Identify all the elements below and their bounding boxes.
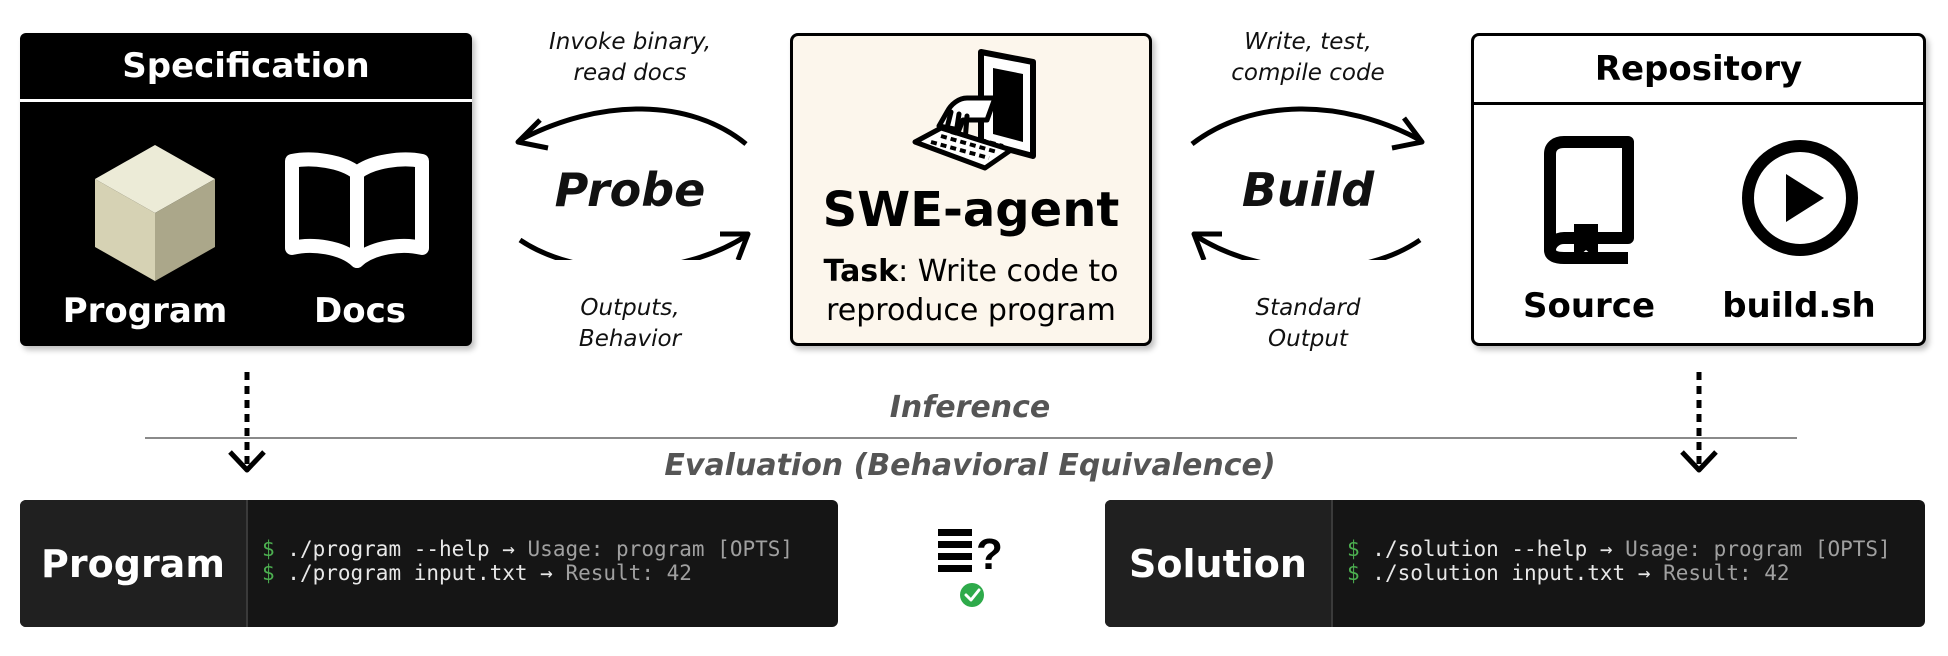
inference-label: Inference: [889, 390, 1051, 425]
program-terminal-output: $ ./program --help → Usage: program [OPT…: [248, 500, 793, 627]
specification-panel: Specification Program Docs: [20, 33, 472, 346]
solution-terminal-output: $ ./solution --help → Usage: program [OP…: [1333, 500, 1891, 627]
probe-top-caption: Invoke binary, read docs: [548, 29, 712, 86]
swe-agent-title: SWE-agent: [822, 182, 1120, 238]
repo-down-arrow: [1680, 372, 1718, 473]
question-mark: ?: [976, 530, 1003, 579]
probe-label: Probe: [554, 163, 706, 217]
terminal-separator: [1331, 500, 1333, 627]
terminal-separator: [246, 500, 248, 627]
list-question-icon: ?: [938, 529, 1003, 607]
phase-divider: [145, 437, 1797, 439]
build-top-caption: Write, test, compile code: [1231, 29, 1385, 86]
hand-on-keyboard-icon: [912, 49, 1036, 171]
task-label: Task: [823, 254, 899, 289]
bookmark-book-icon: [1544, 136, 1634, 264]
specification-divider: [20, 99, 472, 102]
play-circle-icon: [1742, 140, 1858, 256]
build-arrows: [1190, 106, 1425, 260]
docs-label: Docs: [314, 291, 406, 331]
build-sh-label: build.sh: [1722, 286, 1876, 326]
cube-icon: [95, 145, 215, 281]
check-circle-icon: [960, 583, 984, 607]
evaluation-label: Evaluation (Behavioral Equivalence): [664, 448, 1276, 483]
spec-down-arrow: [228, 372, 266, 473]
terminal-line: $ ./solution --help → Usage: program [OP…: [1347, 537, 1891, 561]
terminal-line: $ ./program input.txt → Result: 42: [262, 561, 692, 585]
repository-panel: Repository Source build.sh: [1471, 33, 1926, 346]
repository-title: Repository: [1594, 49, 1803, 89]
swe-agent-panel: SWE-agent Task: Write code to reproduce …: [790, 33, 1152, 346]
program-label: Program: [62, 291, 228, 331]
open-book-icon: [285, 152, 429, 268]
task-description: Task: Write code to reproduce program: [793, 252, 1149, 330]
probe-arrows: [515, 106, 751, 260]
probe-bottom-caption: Outputs, Behavior: [578, 295, 682, 352]
repository-divider: [1474, 102, 1923, 105]
source-label: Source: [1522, 286, 1656, 326]
solution-terminal: Solution $ ./solution --help → Usage: pr…: [1105, 500, 1925, 627]
specification-title: Specification: [122, 46, 370, 86]
solution-terminal-label: Solution: [1105, 500, 1331, 627]
build-bottom-caption: Standard Output: [1255, 295, 1361, 352]
program-terminal-label: Program: [20, 500, 246, 627]
build-label: Build: [1241, 163, 1375, 217]
terminal-line: $ ./solution input.txt → Result: 42: [1347, 561, 1790, 585]
program-terminal: Program $ ./program --help → Usage: prog…: [20, 500, 838, 627]
task-text: : Write code to reproduce program: [826, 254, 1119, 328]
terminal-line: $ ./program --help → Usage: program [OPT…: [262, 537, 794, 561]
